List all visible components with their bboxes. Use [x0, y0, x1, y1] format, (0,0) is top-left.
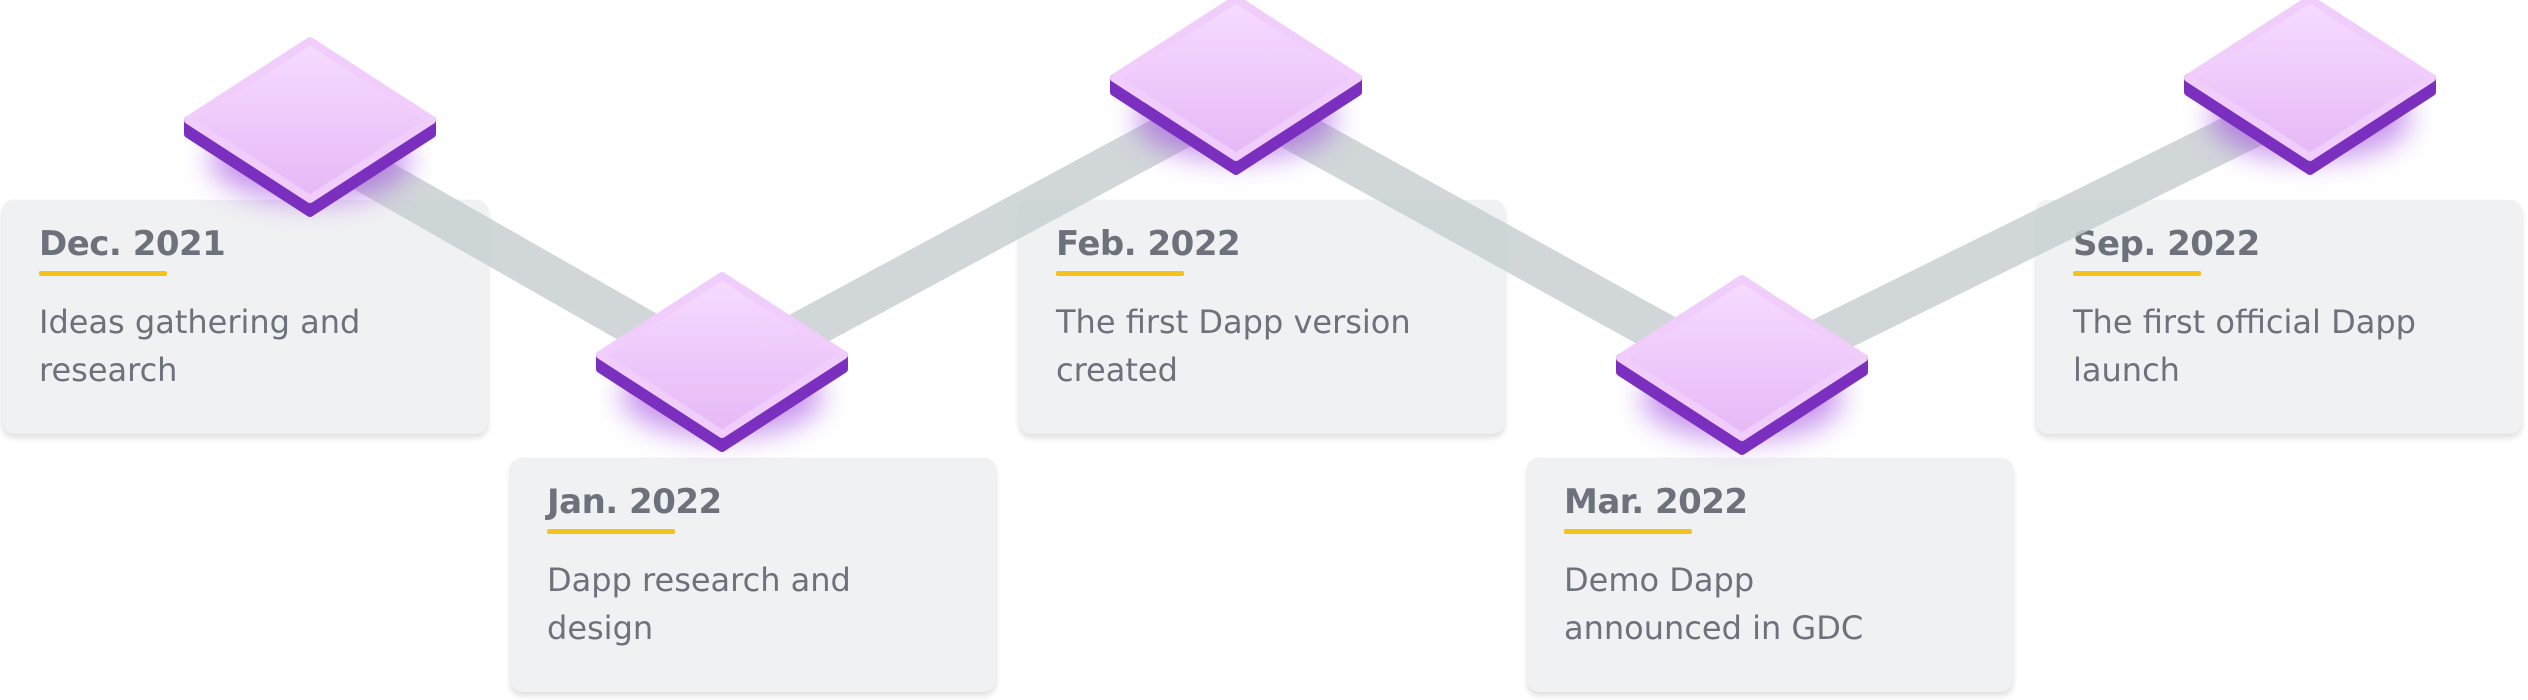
node-top	[596, 272, 848, 438]
milestone-diamond-node	[2184, 0, 2436, 175]
date-underline	[547, 528, 675, 534]
node-top	[1110, 0, 1362, 161]
node-top	[2184, 0, 2436, 161]
milestone-diamond-node	[1616, 275, 1868, 455]
milestone-diamond-node	[184, 37, 436, 217]
date-underline	[39, 270, 167, 276]
milestone-description: The first official Dapp launch	[2073, 302, 2416, 389]
timeline-connector	[1732, 79, 2320, 397]
milestone-card: Jan. 2022 Dapp research and design	[510, 458, 996, 692]
milestone-date: Sep. 2022	[2073, 224, 2260, 264]
milestone-card: Sep. 2022 The first official Dapp launch	[2036, 200, 2522, 434]
node-top	[1616, 275, 1868, 441]
milestone-description: The first Dapp version created	[1056, 302, 1411, 389]
milestone-card: Feb. 2022 The first Dapp version created	[1019, 200, 1505, 434]
date-underline	[1564, 528, 1692, 534]
milestone-description: Dapp research and design	[547, 560, 851, 647]
date-underline	[1056, 270, 1184, 276]
milestone-diamond-node	[596, 272, 848, 452]
date-underline	[2073, 270, 2201, 276]
milestone-date: Jan. 2022	[547, 482, 722, 522]
milestone-card: Mar. 2022 Demo Dapp announced in GDC	[1527, 458, 2013, 692]
milestone-date: Mar. 2022	[1564, 482, 1748, 522]
milestone-card: Dec. 2021 Ideas gathering and research	[2, 200, 488, 434]
milestone-date: Feb. 2022	[1056, 224, 1241, 264]
milestone-description: Ideas gathering and research	[39, 302, 361, 389]
node-top	[184, 37, 436, 203]
timeline-nodes	[184, 0, 2436, 455]
milestone-diamond-node	[1110, 0, 1362, 175]
milestone-date: Dec. 2021	[39, 224, 226, 264]
milestone-description: Demo Dapp announced in GDC	[1564, 560, 1864, 647]
